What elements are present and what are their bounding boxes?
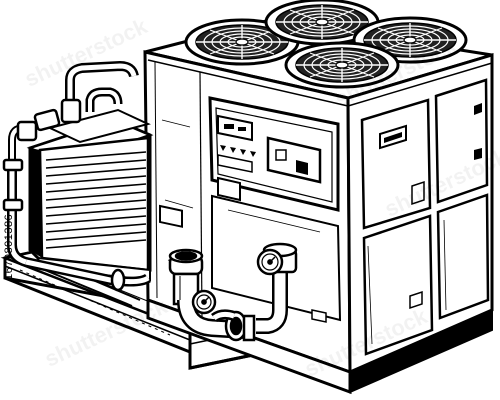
- stock-id-label: 1679801386: [3, 213, 15, 280]
- gauge-icon: [191, 289, 217, 315]
- front-pipework: [168, 242, 298, 342]
- condenser-coil-unit: [26, 108, 154, 307]
- pipe-network: [2, 60, 151, 292]
- access-panels: [360, 78, 490, 356]
- gauge-icon: [256, 248, 284, 276]
- control-panel: [208, 96, 342, 323]
